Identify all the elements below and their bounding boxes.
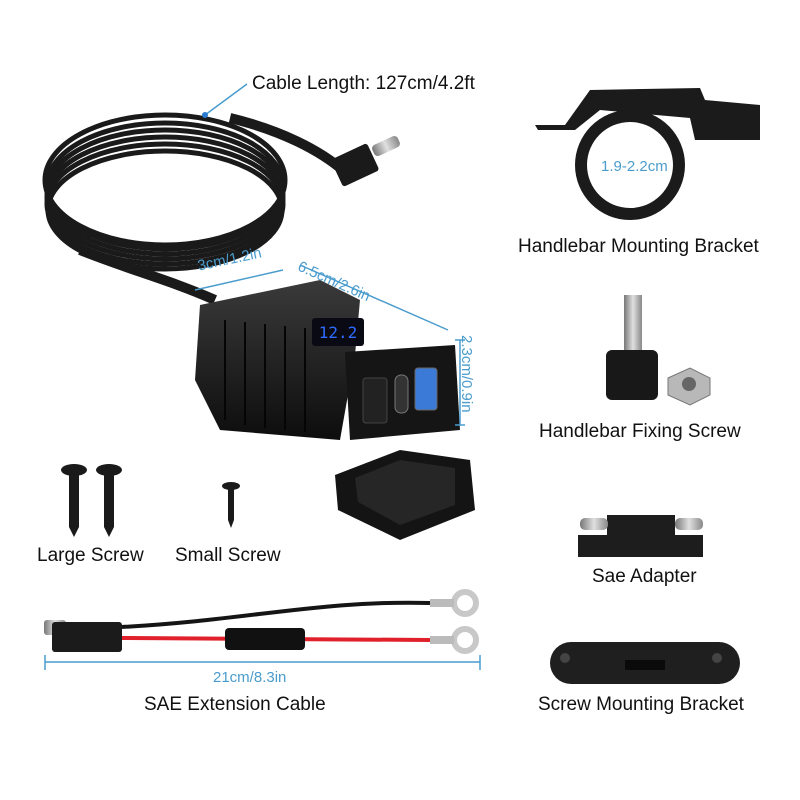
large-screw-label: Large Screw [37,545,144,566]
sae-extension-cable-label: SAE Extension Cable [144,694,326,715]
cable-pointer-dot [202,112,208,118]
fixing-screw-illustration [606,295,711,406]
voltage-reading: 12.2 [319,323,358,342]
cable-pointer-line [204,83,248,116]
usb-a-port [414,367,438,411]
screws-illustration [61,464,240,537]
bracket-diameter-dimension: 1.9-2.2cm [601,158,668,175]
cable-length-label: Cable Length: 127cm/4.2ft [252,73,475,94]
dimension-lines [44,154,668,670]
usb-charger-body: 12.2 [195,280,460,440]
handlebar-mounting-bracket-label: Handlebar Mounting Bracket [518,236,759,257]
handlebar-fixing-screw-label: Handlebar Fixing Screw [539,421,741,442]
sae-adapter-illustration [578,515,703,557]
handlebar-bracket-illustration [535,88,760,220]
power-switch [362,377,388,424]
extension-cable-dimension: 21cm/8.3in [213,669,287,686]
small-screw-label: Small Screw [175,545,281,566]
screw-mounting-bracket-label: Screw Mounting Bracket [538,694,744,715]
sae-extension-cable-illustration [44,589,479,654]
sae-plug [331,135,400,187]
height-dimension: 2.3cm/0.9in [458,335,475,413]
usb-c-port [394,374,409,414]
voltage-display [312,318,364,346]
sae-adapter-label: Sae Adapter [592,566,697,587]
screw-mounting-bracket-illustration [550,642,740,684]
